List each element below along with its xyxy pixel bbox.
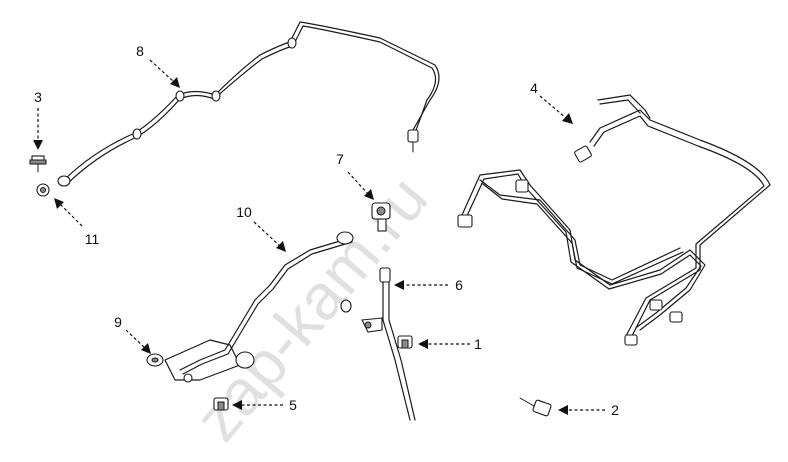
callout-4-label: 4 <box>530 80 538 96</box>
callout-2-label: 2 <box>611 402 619 418</box>
callout-9-label: 9 <box>114 314 122 330</box>
bolt-3[interactable] <box>29 155 47 173</box>
callout-7: 7 <box>336 151 374 200</box>
bolt-5[interactable] <box>213 397 229 411</box>
tee-fitting-7[interactable] <box>371 202 391 232</box>
washer-small[interactable] <box>340 299 352 313</box>
callout-5-label: 5 <box>289 397 297 413</box>
pipe-line-8[interactable] <box>57 21 440 187</box>
pipe-line-10[interactable] <box>164 231 354 383</box>
pipe-line-6[interactable] <box>361 267 416 421</box>
callout-10-label: 10 <box>236 204 252 220</box>
bolt-1[interactable] <box>397 335 413 349</box>
callout-8-label: 8 <box>136 43 144 59</box>
callout-1: 1 <box>418 336 482 352</box>
washer-9[interactable] <box>146 353 164 367</box>
callout-10: 10 <box>236 204 286 252</box>
injector-line-bundle-4[interactable] <box>457 94 771 346</box>
callout-9: 9 <box>114 314 151 354</box>
callout-4: 4 <box>530 80 573 124</box>
callout-11-label: 11 <box>85 231 100 247</box>
callout-5: 5 <box>232 397 297 413</box>
callout-1-label: 1 <box>474 336 482 352</box>
callout-3: 3 <box>33 89 43 150</box>
callout-3-label: 3 <box>34 89 42 105</box>
callout-11: 11 <box>54 198 99 247</box>
callout-6: 6 <box>394 277 463 293</box>
washer-11[interactable] <box>36 183 50 197</box>
callout-6-label: 6 <box>455 277 463 293</box>
callout-8: 8 <box>136 43 180 88</box>
callout-7-label: 7 <box>336 151 344 167</box>
bolt-2[interactable] <box>519 397 552 417</box>
callout-2: 2 <box>558 402 619 418</box>
